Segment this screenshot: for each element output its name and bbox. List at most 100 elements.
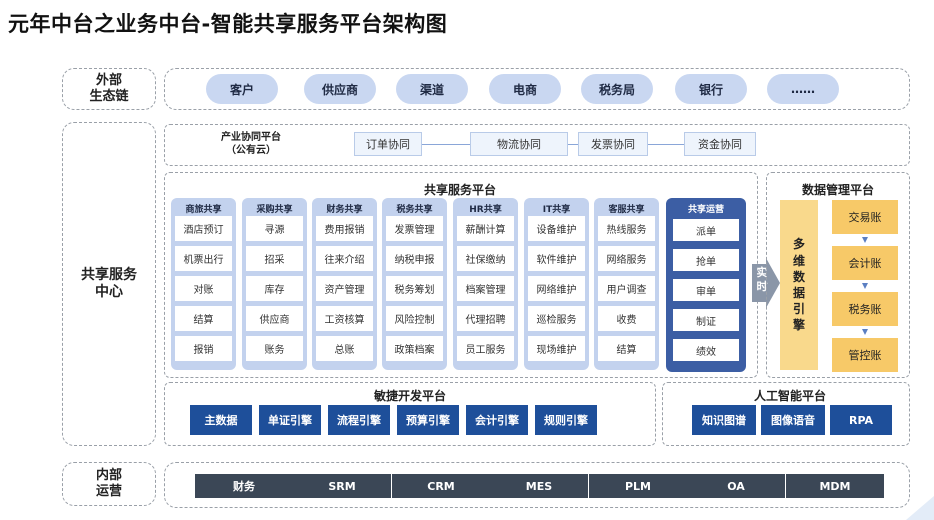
internal-item[interactable]: PLM — [589, 474, 687, 498]
service-item[interactable]: 巡检服务 — [528, 306, 585, 331]
agile-item[interactable]: 规则引擎 — [535, 405, 597, 435]
ledger-item[interactable]: 交易账 — [832, 200, 898, 234]
service-item[interactable]: 报销 — [175, 336, 232, 361]
collab-item[interactable]: 订单协同 — [354, 132, 422, 156]
service-item[interactable]: 网络服务 — [598, 246, 655, 271]
service-item[interactable]: 发票管理 — [386, 216, 443, 241]
service-item[interactable]: 现场维护 — [528, 336, 585, 361]
service-item[interactable]: 设备维护 — [528, 216, 585, 241]
service-column-header: 财务共享 — [326, 205, 363, 215]
internal-item[interactable]: MDM — [786, 474, 884, 498]
ops-header: 共享运营 — [687, 205, 724, 215]
collab-item[interactable]: 物流协同 — [470, 132, 568, 156]
ai-title: 人工智能平台 — [753, 389, 826, 403]
service-item[interactable]: 风险控制 — [386, 306, 443, 331]
engine-label: 多维数据引擎 — [792, 237, 805, 333]
realtime-label: 实时 — [756, 266, 768, 293]
service-item[interactable]: 机票出行 — [175, 246, 232, 271]
service-item[interactable]: 收费 — [598, 306, 655, 331]
service-column-header: 客服共享 — [608, 205, 645, 215]
ops-item[interactable]: 抢单 — [672, 248, 740, 272]
service-item[interactable]: 薪酬计算 — [457, 216, 514, 241]
agile-item[interactable]: 预算引擎 — [397, 405, 459, 435]
service-item[interactable]: 寻源 — [246, 216, 303, 241]
internal-item[interactable]: OA — [687, 474, 785, 498]
service-item[interactable]: 员工服务 — [457, 336, 514, 361]
service-column: 商旅共享酒店预订机票出行对账结算报销 — [171, 198, 236, 370]
ai-item[interactable]: 知识图谱 — [692, 405, 756, 435]
service-item[interactable]: 资产管理 — [316, 276, 373, 301]
service-item[interactable]: 税务筹划 — [386, 276, 443, 301]
service-item[interactable]: 账务 — [246, 336, 303, 361]
ecosystem-panel — [164, 68, 910, 110]
collab-item[interactable]: 资金协同 — [684, 132, 756, 156]
engine-box: 多维数据引擎 — [780, 200, 818, 370]
service-item[interactable]: 热线服务 — [598, 216, 655, 241]
ops-item[interactable]: 制证 — [672, 308, 740, 332]
service-item[interactable]: 往来介绍 — [316, 246, 373, 271]
service-item[interactable]: 费用报销 — [316, 216, 373, 241]
service-item[interactable]: 酒店预订 — [175, 216, 232, 241]
corner-decoration — [906, 496, 934, 520]
internal-item[interactable]: CRM — [392, 474, 490, 498]
collab-item[interactable]: 发票协同 — [578, 132, 648, 156]
collab-panel — [164, 124, 910, 166]
agile-item[interactable]: 主数据 — [190, 405, 252, 435]
arrow-down-icon — [862, 283, 868, 289]
service-item[interactable]: 用户调查 — [598, 276, 655, 301]
ecosystem-item[interactable]: …… — [767, 74, 839, 104]
ops-column: 共享运营 派单 抢单 审单 制证 绩效 — [666, 198, 746, 372]
service-item[interactable]: 网络维护 — [528, 276, 585, 301]
service-item[interactable]: 库存 — [246, 276, 303, 301]
ledger-item[interactable]: 管控账 — [832, 338, 898, 372]
ai-item[interactable]: RPA — [830, 405, 892, 435]
internal-panel — [164, 462, 910, 508]
service-item[interactable]: 代理招聘 — [457, 306, 514, 331]
center-label: 共享服务 中心 — [62, 122, 156, 446]
service-item[interactable]: 结算 — [598, 336, 655, 361]
service-item[interactable]: 工资核算 — [316, 306, 373, 331]
ops-item[interactable]: 审单 — [672, 278, 740, 302]
service-column: 财务共享费用报销往来介绍资产管理工资核算总账 — [312, 198, 377, 370]
ledger-item[interactable]: 税务账 — [832, 292, 898, 326]
ops-item[interactable]: 派单 — [672, 218, 740, 242]
service-column-header: 采购共享 — [256, 205, 293, 215]
service-item[interactable]: 社保缴纳 — [457, 246, 514, 271]
ecosystem-item[interactable]: 供应商 — [304, 74, 376, 104]
service-item[interactable]: 结算 — [175, 306, 232, 331]
agile-item[interactable]: 流程引擎 — [328, 405, 390, 435]
collab-connector — [647, 144, 685, 145]
internal-item[interactable]: 财务 — [195, 474, 293, 498]
service-column-header: 税务共享 — [396, 205, 433, 215]
ecosystem-item[interactable]: 客户 — [206, 74, 278, 104]
service-item[interactable]: 档案管理 — [457, 276, 514, 301]
page-title: 元年中台之业务中台-智能共享服务平台架构图 — [8, 12, 448, 36]
internal-item[interactable]: MES — [490, 474, 588, 498]
service-item[interactable]: 供应商 — [246, 306, 303, 331]
service-item[interactable]: 纳税申报 — [386, 246, 443, 271]
service-column: HR共享薪酬计算社保缴纳档案管理代理招聘员工服务 — [453, 198, 518, 370]
internal-item[interactable]: SRM — [293, 474, 391, 498]
service-item[interactable]: 招采 — [246, 246, 303, 271]
service-item[interactable]: 对账 — [175, 276, 232, 301]
ai-item[interactable]: 图像语音 — [761, 405, 825, 435]
ecosystem-item[interactable]: 银行 — [675, 74, 747, 104]
arrow-down-icon — [862, 237, 868, 243]
agile-title: 敏捷开发平台 — [373, 389, 446, 403]
agile-item[interactable]: 单证引擎 — [259, 405, 321, 435]
ecosystem-item[interactable]: 电商 — [489, 74, 561, 104]
ecosystem-item[interactable]: 渠道 — [396, 74, 468, 104]
service-item[interactable]: 总账 — [316, 336, 373, 361]
service-column: IT共享设备维护软件维护网络维护巡检服务现场维护 — [524, 198, 589, 370]
service-item[interactable]: 软件维护 — [528, 246, 585, 271]
collab-label: 产业协同平台 （公有云） — [221, 132, 281, 156]
service-column: 采购共享寻源招采库存供应商账务 — [242, 198, 307, 370]
agile-item[interactable]: 会计引擎 — [466, 405, 528, 435]
agile-panel — [164, 382, 656, 446]
ecosystem-item[interactable]: 税务局 — [581, 74, 653, 104]
service-item[interactable]: 政策档案 — [386, 336, 443, 361]
ledger-item[interactable]: 会计账 — [832, 246, 898, 280]
data-mgmt-title: 数据管理平台 — [801, 183, 874, 197]
data-mgmt-panel — [766, 172, 910, 378]
ops-item[interactable]: 绩效 — [672, 338, 740, 362]
